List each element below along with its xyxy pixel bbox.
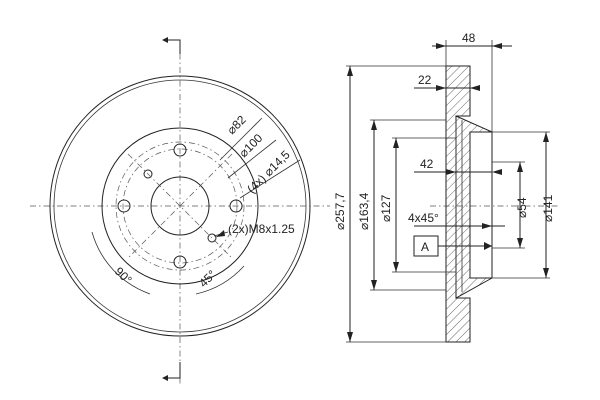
section-mark-bottom xyxy=(168,362,181,379)
hat-outline xyxy=(101,127,259,285)
angle-90-dimension: 90° xyxy=(112,264,135,287)
leader-hub xyxy=(227,139,277,179)
diagonal-centerline xyxy=(127,153,233,259)
disc-outer-edge xyxy=(49,75,311,337)
disc-thickness-dimension: 22 xyxy=(418,73,432,87)
hat-diameter-dimension: ⌀141 xyxy=(541,194,555,222)
bolt-hole-top xyxy=(173,143,187,157)
pcd-dimension: ⌀82 xyxy=(224,112,249,137)
side-view: 48 22 42 4x45° A ⌀257,7 ⌀163,4 ⌀127 ⌀54 … xyxy=(333,31,560,343)
front-view: ⌀82 ⌀100 (4x) ⌀14,5 (2x)M8x1.25 90° 45° xyxy=(30,37,330,385)
braking-surface-circle xyxy=(115,141,245,271)
bolt-hole-bottom xyxy=(173,255,187,269)
hat-bore xyxy=(469,131,493,279)
diagonal-centerline-2 xyxy=(127,153,233,259)
center-bore-dimension: ⌀54 xyxy=(515,197,529,218)
offset-dimension: 42 xyxy=(420,157,434,171)
bolt-hole-left xyxy=(117,199,131,213)
inner-diameter-dimension: ⌀127 xyxy=(379,194,393,222)
angle-45-dimension: 45° xyxy=(196,267,219,290)
bolt-hole-right xyxy=(229,199,243,213)
center-bore xyxy=(150,176,210,236)
width-dimension: 48 xyxy=(462,31,476,45)
leader-pcd xyxy=(219,117,263,161)
leader-bolt-hole xyxy=(239,159,301,199)
braking-diameter-dimension: ⌀163,4 xyxy=(357,192,371,230)
chamfer-dimension: 4x45° xyxy=(408,211,439,225)
section-mark-top xyxy=(168,39,181,54)
threaded-hole-1 xyxy=(143,169,153,179)
outer-diameter-dimension: ⌀257,7 xyxy=(333,192,347,230)
threaded-hole-2 xyxy=(207,233,217,243)
hub-dimension: ⌀100 xyxy=(236,131,265,160)
pcd-circle xyxy=(122,148,238,264)
angle-arc-90 xyxy=(91,231,151,295)
disc-outer-edge-inner xyxy=(53,79,307,333)
datum-label: A xyxy=(421,240,429,254)
angle-arc-45 xyxy=(195,265,245,295)
thread-dimension: (2x)M8x1.25 xyxy=(228,222,295,236)
